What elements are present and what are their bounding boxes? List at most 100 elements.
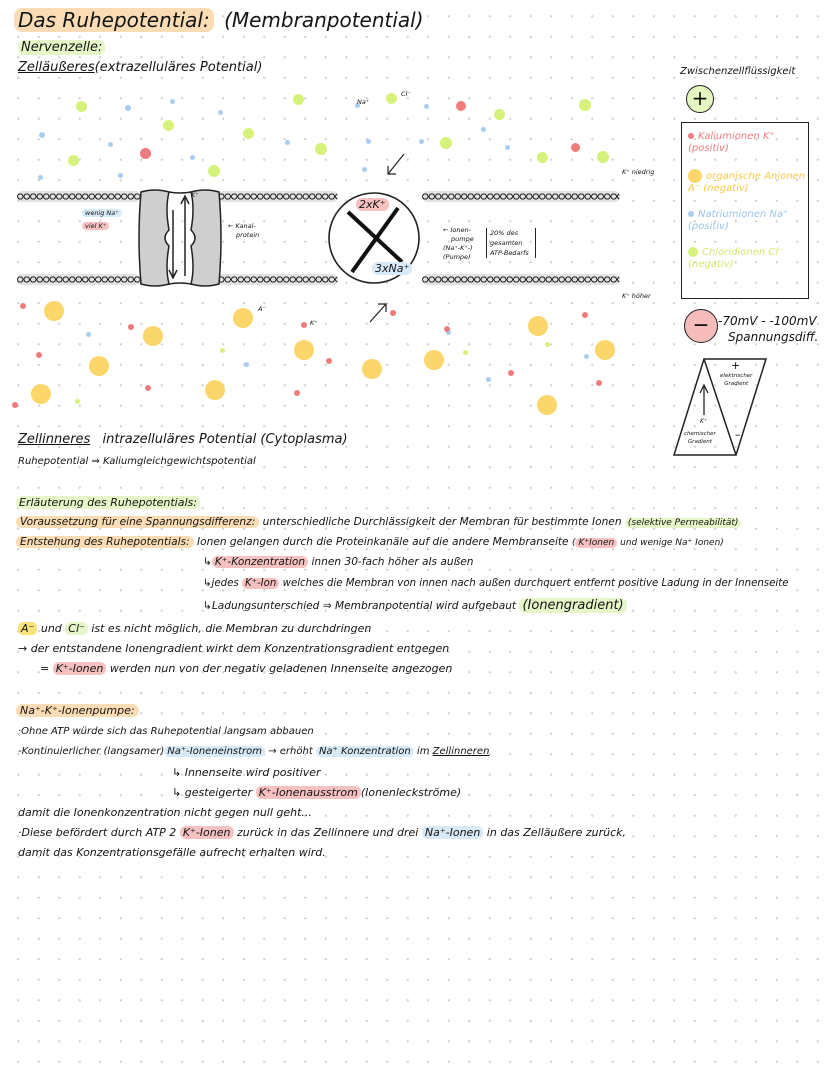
pump-sodium-label: 3xNa⁺ (372, 262, 413, 275)
anion (362, 359, 382, 379)
potassium-ion (596, 380, 602, 386)
anion (424, 350, 444, 370)
ion-pump-icon (328, 192, 420, 284)
potassium-ion (444, 326, 450, 332)
inner-label: Zellinneres (18, 432, 91, 447)
sodium-ion (190, 155, 195, 160)
prereq-label: Voraussetzung für eine Spannungsdifferen… (16, 516, 260, 528)
anion (143, 326, 163, 346)
origin-line: Entstehung des Ruhepotentials: Ionen gel… (16, 536, 724, 548)
potassium-ion (582, 312, 588, 318)
sodium-ion (38, 175, 43, 180)
sodium-ion (419, 139, 424, 144)
potassium-ion (12, 402, 18, 408)
sodium-ion (424, 104, 429, 109)
sodium-ion (486, 377, 491, 382)
label-chloride: Cl⁻ (401, 90, 411, 98)
anion (31, 384, 51, 404)
origin-text: Ionen gelangen durch die Proteinkanäle a… (197, 536, 569, 548)
potassium-ion (20, 303, 26, 309)
explanation-heading: Erläuterung des Ruhepotentials: (16, 496, 200, 509)
chloride-ion (579, 99, 591, 111)
chloride-ion (220, 348, 225, 353)
outer-label: Zelläußeres (18, 60, 95, 75)
page-title: Das Ruhepotential: (Membranpotential) (14, 8, 424, 32)
sodium-ion (218, 110, 223, 115)
channel-protein-icon (138, 189, 222, 287)
pump-line5: damit das Konzentrationsgefälle aufrecht… (18, 846, 326, 859)
potassium-ion (571, 143, 580, 152)
anion-line: A⁻ und Cl⁻ ist es nicht möglich, die Mem… (18, 622, 371, 635)
origin-sub1: ↳K⁺-Konzentration innen 30-fach höher al… (203, 556, 474, 568)
potassium-swatch-icon (688, 133, 694, 139)
gradient-diagram-icon (672, 358, 768, 456)
potassium-ion (326, 358, 332, 364)
origin-sub2: ↳jedes K⁺-Ion welches die Membran von in… (203, 578, 789, 589)
potassium-ion (390, 310, 396, 316)
sodium-ion (86, 332, 91, 337)
pump-atp-note: 20% des gesamten ATP-Bedarfs (486, 228, 536, 258)
pump-potassium-label: 2xK⁺ (356, 198, 389, 211)
membrane-inner-left (17, 274, 140, 285)
potassium-ion (456, 101, 466, 111)
title-sub: (Membranpotential) (224, 8, 424, 32)
sidebar-title: Zwischenzellflüssigkeit (680, 66, 796, 77)
sodium-ion (355, 103, 360, 108)
potassium-ion (140, 148, 151, 159)
pump-label-4: (Pumpe) (443, 253, 471, 261)
nerve-cell-label: Nervenzelle: (18, 40, 106, 55)
membrane-outer-mid (218, 191, 338, 202)
chloride-swatch-icon (688, 247, 698, 257)
legend-item-anion: organische Anionen A⁻ (negativ) (688, 169, 806, 194)
legend-box: Kaliumionen K⁺ (positiv) organische Anio… (681, 122, 809, 299)
channel-label-2: protein (236, 231, 260, 239)
membrane-outer-right (422, 191, 620, 202)
outer-label-line: Zelläußeres(extrazelluläres Potential) (18, 60, 262, 75)
inner-label-line: Zellinneres intrazelluläres Potential (C… (18, 432, 348, 447)
potassium-ion (145, 385, 151, 391)
gradient-plus: + (731, 359, 741, 372)
pump-line4: ·Diese befördert durch ATP 2 K⁺-Ionen zu… (18, 826, 627, 839)
chloride-ion (208, 165, 220, 177)
membrane-inner-right (422, 274, 620, 285)
sodium-swatch-icon (688, 211, 694, 217)
chloride-ion (494, 109, 505, 120)
inner-note: intrazelluläres Potential (Cytoplasma) (102, 432, 348, 447)
anion (233, 308, 253, 328)
anion (528, 316, 548, 336)
anion (595, 340, 615, 360)
sodium-ion (125, 105, 131, 111)
legend-item-sodium: Natriumionen Na⁺ (positiv) (688, 209, 789, 232)
pump-line2: -Kontinuierlicher (langsamer)Na⁺-Ionenei… (18, 746, 490, 757)
prereq-line: Voraussetzung für eine Spannungsdifferen… (16, 516, 742, 528)
pump-label-2: pumpe (451, 235, 474, 243)
legend-item-chloride: Chloridionen Cl⁻ (negativ) (688, 247, 784, 270)
gradient-ion-label: K⁺ (700, 418, 708, 425)
channel-note-sodium: wenig Na⁺ (82, 209, 122, 217)
anion-swatch-icon (688, 169, 702, 183)
chemical-gradient-label: chemischer Gradient (684, 431, 716, 445)
sodium-ion (244, 362, 249, 367)
pump-label-3: (Na⁺-K⁺-) (443, 244, 473, 252)
sodium-ion (285, 140, 290, 145)
sodium-ion (366, 139, 371, 144)
sodium-ion (446, 330, 451, 335)
channel-arrow-label: K⁺ (191, 191, 199, 199)
channel-label-1: ← Kanal- (228, 222, 256, 230)
eq-line: = K⁺-Ionen werden nun von der negativ ge… (40, 662, 453, 675)
sodium-ion (481, 127, 486, 132)
potassium-ion (508, 370, 514, 376)
potassium-ion (36, 352, 42, 358)
potassium-ion (294, 390, 300, 396)
label-potassium: K⁺ (310, 319, 318, 327)
pump-label-1: ← Ionen- (443, 226, 471, 234)
pump-line1: ·Ohne ATP würde sich das Ruhepotential l… (18, 726, 314, 737)
origin-sub3: ↳Ladungsunterschied ⇒ Membranpotential w… (203, 598, 627, 613)
pump-sub1: ↳ Innenseite wird positiver (172, 766, 321, 779)
label-anion: A⁻ (258, 305, 266, 313)
sodium-ion (584, 354, 589, 359)
prereq-text: unterschiedliche Durchlässigkeit der Mem… (262, 516, 622, 528)
chloride-ion (315, 143, 327, 155)
arrow-out-icon (369, 303, 387, 323)
anion (294, 340, 314, 360)
